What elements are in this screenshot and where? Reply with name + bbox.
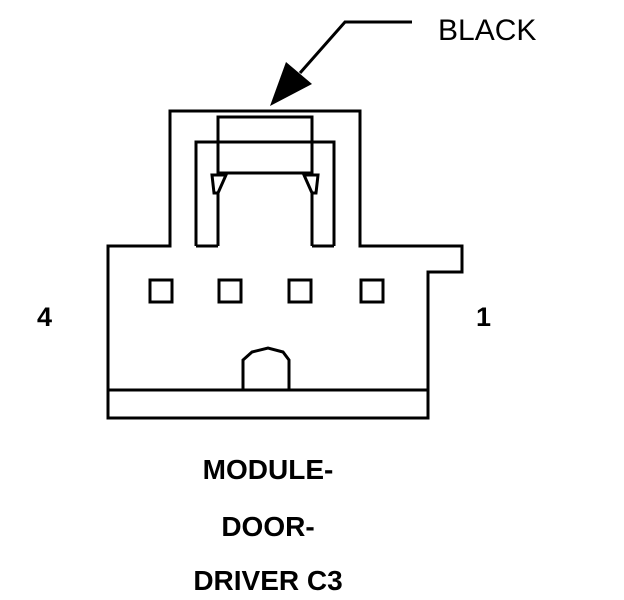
wire-color-label: BLACK bbox=[438, 14, 537, 47]
pin-cavity-4 bbox=[148, 278, 174, 304]
pin-number-left: 4 bbox=[37, 302, 53, 332]
connector-title-line-2: DOOR- bbox=[221, 511, 315, 542]
pin-cavity-3 bbox=[217, 278, 243, 304]
connector-body bbox=[106, 109, 464, 420]
callout-arrowhead bbox=[270, 62, 312, 106]
pin-cavity-2 bbox=[287, 278, 313, 304]
callout-leader-line bbox=[298, 20, 412, 74]
connector-title-line-1: MODULE- bbox=[202, 454, 334, 485]
pin-cavity-1 bbox=[359, 278, 385, 304]
lock-tab bbox=[216, 115, 314, 175]
polarization-key bbox=[241, 346, 291, 390]
latch-arm-left bbox=[194, 140, 229, 248]
pin-number-right: 1 bbox=[476, 302, 492, 332]
latch-arm-right bbox=[301, 140, 336, 248]
connector-title-line-3: DRIVER C3 bbox=[193, 565, 343, 596]
